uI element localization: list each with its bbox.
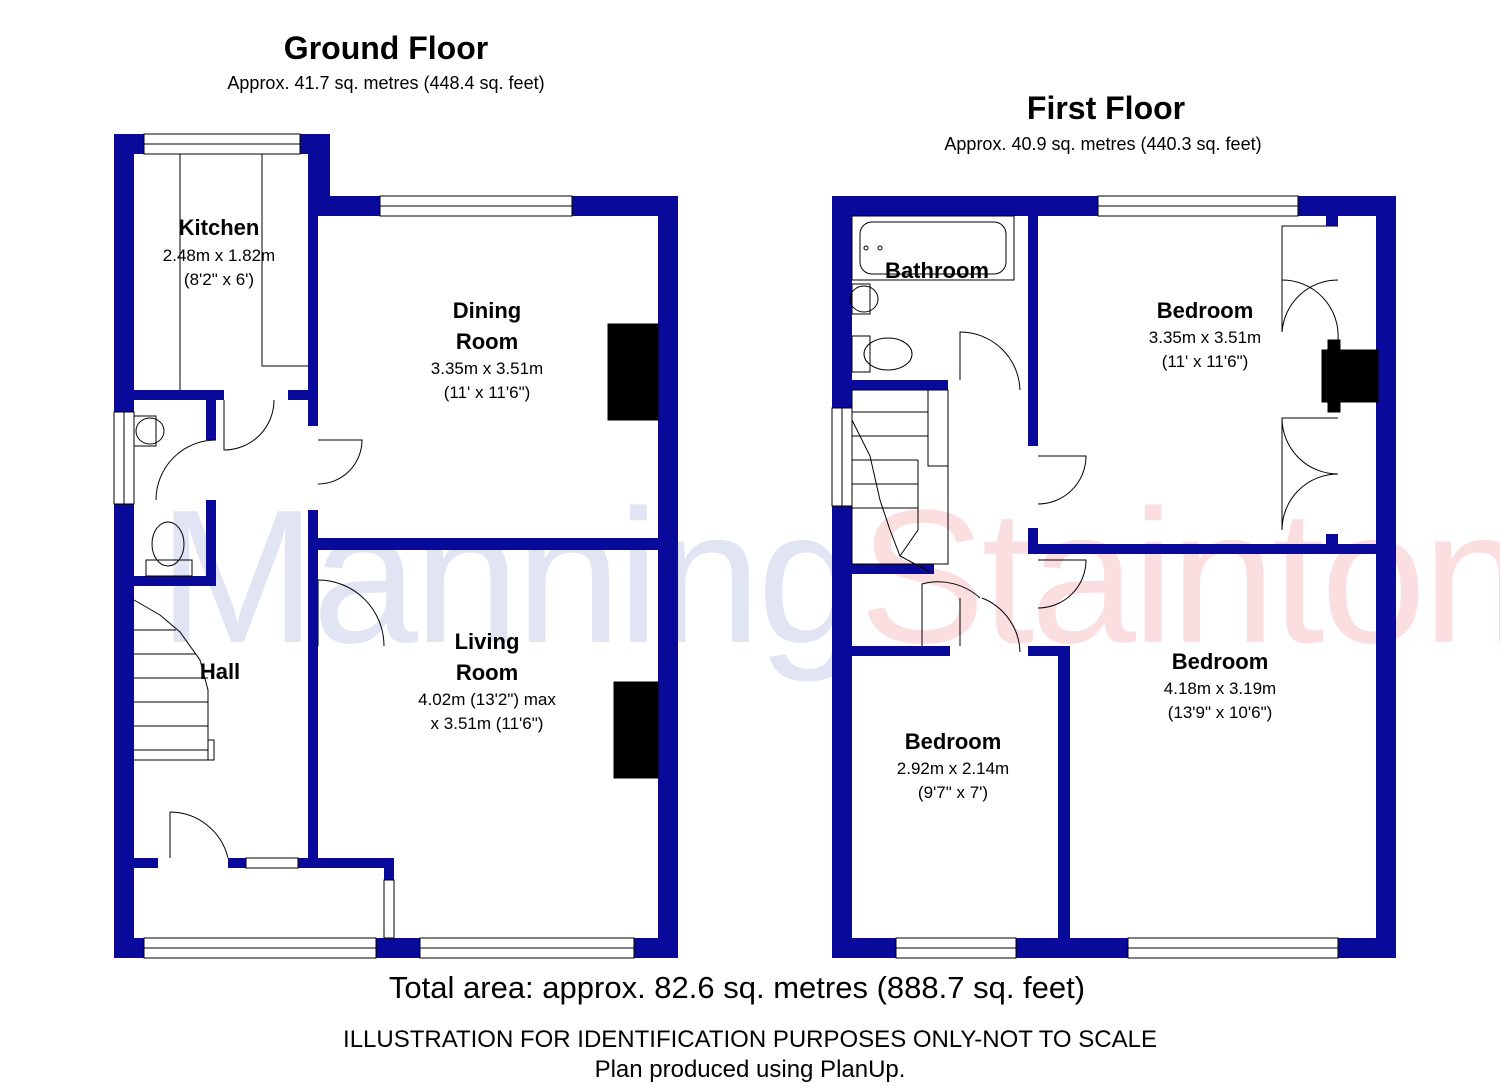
bedroom-1-dim-imperial: (11' x 11'6") bbox=[1161, 352, 1249, 371]
bedroom-2-name: Bedroom bbox=[1171, 649, 1269, 674]
kitchen-name: Kitchen bbox=[178, 215, 260, 240]
kitchen-dim-imperial: (8'2" x 6') bbox=[183, 270, 255, 289]
living-room-name-line2: Room bbox=[455, 660, 519, 685]
dining-room-dim-imperial: (11' x 11'6") bbox=[443, 383, 531, 402]
living-room-dim-imperial: x 3.51m (11'6") bbox=[430, 714, 544, 733]
first-floor-fixtures bbox=[849, 215, 1379, 653]
total-area: Total area: approx. 82.6 sq. metres (888… bbox=[388, 970, 1086, 1005]
ground-floor-windows bbox=[113, 133, 635, 959]
plan-credit: Plan produced using PlanUp. bbox=[594, 1056, 906, 1083]
dining-room-name-line1: Dining bbox=[452, 298, 522, 323]
first-floor-walls bbox=[832, 196, 1396, 958]
kitchen-dim-metric: 2.48m x 1.82m bbox=[162, 246, 276, 265]
dining-room-dim-metric: 3.35m x 3.51m bbox=[430, 359, 544, 378]
bedroom-2-dim-metric: 4.18m x 3.19m bbox=[1163, 679, 1277, 698]
hall-name: Hall bbox=[199, 659, 241, 684]
dining-room-name-line2: Room bbox=[455, 329, 519, 354]
watermark-manning: Manning bbox=[158, 471, 863, 683]
bedroom-1-name: Bedroom bbox=[1156, 298, 1254, 323]
bedroom-1-dim-metric: 3.35m x 3.51m bbox=[1148, 328, 1262, 347]
bedroom-3-name: Bedroom bbox=[904, 729, 1002, 754]
ground-floor-fixtures bbox=[133, 154, 659, 859]
living-room-dim-metric: 4.02m (13'2") max bbox=[418, 690, 556, 709]
bedroom-2-dim-imperial: (13'9" x 10'6") bbox=[1167, 703, 1273, 722]
disclaimer: ILLUSTRATION FOR IDENTIFICATION PURPOSES… bbox=[343, 1026, 1157, 1053]
ground-floor-title: Ground Floor bbox=[283, 30, 489, 66]
bedroom-3-dim-imperial: (9'7" x 7') bbox=[917, 783, 989, 802]
first-floor-area: Approx. 40.9 sq. metres (440.3 sq. feet) bbox=[944, 134, 1262, 154]
ground-floor-area: Approx. 41.7 sq. metres (448.4 sq. feet) bbox=[227, 73, 545, 93]
first-floor-windows bbox=[831, 195, 1339, 959]
living-room-name-line1: Living bbox=[454, 629, 520, 654]
first-floor-title: First Floor bbox=[1026, 90, 1186, 126]
bathroom-name: Bathroom bbox=[885, 258, 989, 283]
bedroom-3-dim-metric: 2.92m x 2.14m bbox=[896, 759, 1010, 778]
